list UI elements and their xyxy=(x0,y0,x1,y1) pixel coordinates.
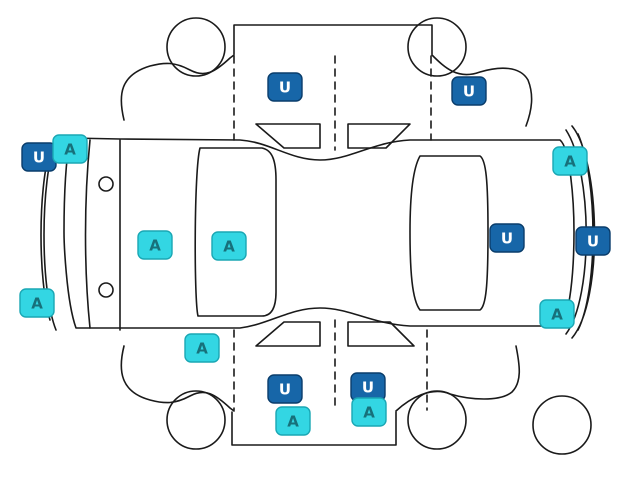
marker-badge xyxy=(539,299,575,329)
marker-badge xyxy=(211,231,247,261)
marker-badge xyxy=(275,406,311,436)
right-headlight xyxy=(98,282,114,298)
marker-badge xyxy=(552,146,588,176)
marker-badge xyxy=(137,230,173,260)
marker-badge xyxy=(52,134,88,164)
windshield xyxy=(194,147,277,317)
marker-label: U xyxy=(501,230,513,248)
marker-u-front-bumper-left[interactable]: U xyxy=(21,142,57,172)
marker-label: U xyxy=(362,379,374,397)
marker-a-hood-center[interactable]: A xyxy=(137,230,173,260)
marker-a-left-front-fender[interactable]: A xyxy=(184,333,220,363)
hood-crease xyxy=(84,139,121,331)
marker-a-left-sill-front[interactable]: A xyxy=(275,406,311,436)
marker-badge xyxy=(489,223,525,253)
marker-a-rear-left-corner[interactable]: A xyxy=(539,299,575,329)
marker-badge xyxy=(267,374,303,404)
marker-label: A xyxy=(551,306,563,324)
marker-label: A xyxy=(287,413,299,431)
rear-window xyxy=(409,155,489,311)
left-rear-wheel xyxy=(407,390,467,450)
right-rear-wheel xyxy=(407,17,467,77)
marker-label: U xyxy=(587,233,599,251)
marker-badge xyxy=(351,397,387,427)
left-side-view xyxy=(120,319,592,455)
right-front-wheel xyxy=(166,17,226,77)
marker-label: A xyxy=(64,141,76,159)
left-rear-window xyxy=(347,321,415,347)
marker-badge xyxy=(451,76,487,106)
marker-a-windshield[interactable]: A xyxy=(211,231,247,261)
right-side-view xyxy=(120,17,533,151)
right-front-window xyxy=(255,123,321,149)
marker-a-front-left-corner[interactable]: A xyxy=(52,134,88,164)
right-body-outline xyxy=(120,54,533,127)
marker-badge xyxy=(184,333,220,363)
marker-a-rear-right-corner[interactable]: A xyxy=(552,146,588,176)
left-body-outline xyxy=(120,345,521,412)
marker-u-rear-right-fender[interactable]: U xyxy=(451,76,487,106)
left-front-wheel xyxy=(166,390,226,450)
marker-label: A xyxy=(223,238,235,256)
marker-label: A xyxy=(196,340,208,358)
marker-badge xyxy=(267,72,303,102)
marker-u-rear-bumper[interactable]: U xyxy=(575,226,611,256)
marker-label: U xyxy=(279,381,291,399)
right-rear-window xyxy=(347,123,411,149)
marker-u-rear-left-door[interactable]: U xyxy=(350,372,386,402)
marker-label: U xyxy=(463,83,475,101)
left-rockerline xyxy=(231,411,397,446)
marker-u-front-left-door[interactable]: U xyxy=(267,374,303,404)
left-front-window xyxy=(255,321,321,347)
marker-u-hood[interactable]: U xyxy=(267,72,303,102)
left-headlight xyxy=(98,176,114,192)
marker-u-roof-rear[interactable]: U xyxy=(489,223,525,253)
marker-badge xyxy=(575,226,611,256)
marker-a-left-sill-rear[interactable]: A xyxy=(351,397,387,427)
spare-wheel xyxy=(532,395,592,455)
marker-label: A xyxy=(564,153,576,171)
marker-a-front-bumper-lower[interactable]: A xyxy=(19,288,55,318)
marker-label: U xyxy=(33,149,45,167)
marker-label: A xyxy=(149,237,161,255)
marker-label: A xyxy=(31,295,43,313)
marker-label: U xyxy=(279,79,291,97)
right-roofline xyxy=(233,24,433,55)
marker-badge xyxy=(19,288,55,318)
marker-label: A xyxy=(363,404,375,422)
